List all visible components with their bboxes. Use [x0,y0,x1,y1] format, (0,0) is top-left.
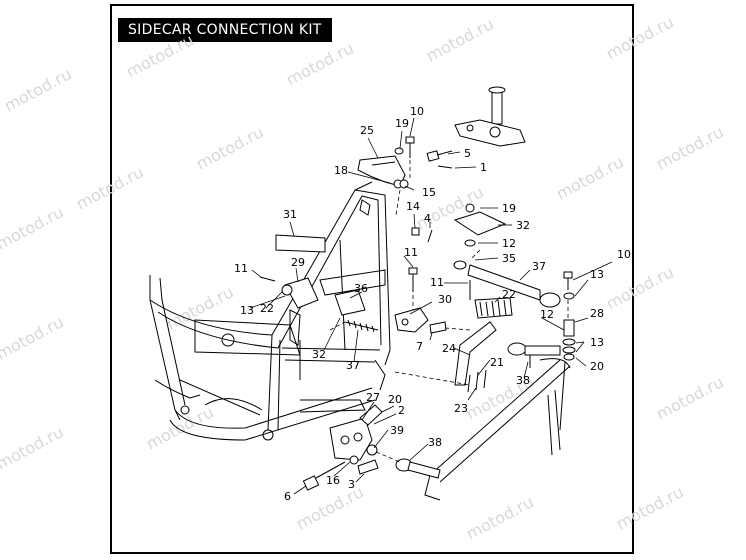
part-9-bolt [408,267,418,292]
part-4-bolt [411,227,433,243]
callout-label: 16 [326,474,340,487]
part-24-bracket [454,321,497,386]
part-23-footpeg [474,297,513,319]
part-3-bolt [357,459,379,475]
callout-label: 24 [442,342,456,355]
part-38-ball-joint-upper [507,342,561,368]
watermark-text: motod.ru [0,312,67,363]
watermark-text: motod.ru [193,122,267,173]
callout-label: 10 [410,105,424,118]
callout-label: 12 [502,237,516,250]
watermark-text: motod.ru [603,12,677,63]
leader-lines [249,117,613,495]
assembly-lines [329,160,569,463]
watermark-text: motod.ru [613,482,687,533]
part-17-washer [394,147,404,155]
watermark-text: motod.ru [143,402,217,453]
callout-label: 11 [234,262,248,275]
callout-label: 14 [406,200,420,213]
callout-label: 18 [334,164,348,177]
part-10-bolt [259,276,276,282]
part-5-bolt [426,150,453,162]
watermark-text: motod.ru [283,38,357,89]
part-11-bolt-upper [469,271,573,300]
callout-label: 5 [464,147,471,160]
callout-label: 4 [424,212,431,225]
callout-label: 38 [516,374,530,387]
callout-label: 20 [388,393,402,406]
callout-label: 6 [284,490,291,503]
watermark-text: motod.ru [163,282,237,333]
part-1-bolt [437,165,453,169]
part-31-plate [275,234,326,253]
watermark-text: motod.ru [123,30,197,81]
part-30-clamp [357,155,406,187]
part-12-13-spacers [562,292,576,361]
callout-label: 32 [516,219,530,232]
watermark-text: motod.ru [423,14,497,65]
callout-label: 19 [502,202,516,215]
part-36-clamp [334,289,366,316]
part-lower-clamp [329,404,383,461]
callout-label: 22 [502,288,516,301]
part-34-plate [453,203,507,247]
callout-label: 13 [240,304,254,317]
callout-label: 39 [390,424,404,437]
part-29-22-clamp [281,277,319,309]
watermark-text: motod.ru [1,64,75,115]
callout-label: 27 [366,391,380,404]
callout-label: 7 [416,340,423,353]
callout-label: 1 [480,161,487,174]
callout-label: 13 [590,268,604,281]
callout-label: 38 [428,436,442,449]
watermark-text: motod.ru [73,162,147,213]
callout-label: 21 [490,356,504,369]
callout-label: 2 [398,404,405,417]
part-8-bolt [405,136,415,158]
part-33-link-rod [453,260,561,308]
part-6-bolt [302,461,346,491]
callout-label: 29 [291,256,305,269]
callout-label: 25 [360,124,374,137]
callout-label: 31 [283,208,297,221]
callout-label: 36 [354,282,368,295]
callout-label: 30 [438,293,452,306]
part-21-25-pins [467,369,487,393]
part-15-nut [393,179,409,189]
callout-label: 11 [430,276,444,289]
part-7-bolt [429,321,447,334]
part-37-spring [344,319,379,333]
part-16-washer [349,455,359,465]
callout-label: 3 [348,478,355,491]
callout-label: 19 [395,117,409,130]
callout-label: 20 [590,360,604,373]
watermark-text: motod.ru [463,492,537,543]
part-38-ball-joint-lower [395,458,441,479]
callout-label: 37 [346,359,360,372]
callout-label: 22 [260,302,274,315]
part-28-clamp [394,307,429,333]
watermark-text: motod.ru [0,202,67,253]
watermark-text: motod.ru [0,422,67,473]
sidecar-frame-tube [424,358,571,501]
callout-label: 12 [540,308,554,321]
part-steering-head [454,86,526,147]
watermark-text: motod.ru [603,262,677,313]
callout-label: 28 [590,307,604,320]
callout-label: 10 [617,248,631,261]
watermark-text: motod.ru [293,482,367,533]
watermark-text: motod.ru [553,152,627,203]
callout-label: 32 [312,348,326,361]
callout-label: 15 [422,186,436,199]
callout-label: 35 [502,252,516,265]
watermark-text: motod.ru [653,372,727,423]
callout-label: 23 [454,402,468,415]
callout-label: 37 [532,260,546,273]
diagram-title: SIDECAR CONNECTION KIT [118,18,332,42]
callout-label: 11 [404,246,418,259]
callout-labels: 25 19 10 5 1 18 15 19 32 14 4 12 35 11 3… [234,105,631,503]
watermark-text: motod.ru [653,122,727,173]
callout-label: 13 [590,336,604,349]
